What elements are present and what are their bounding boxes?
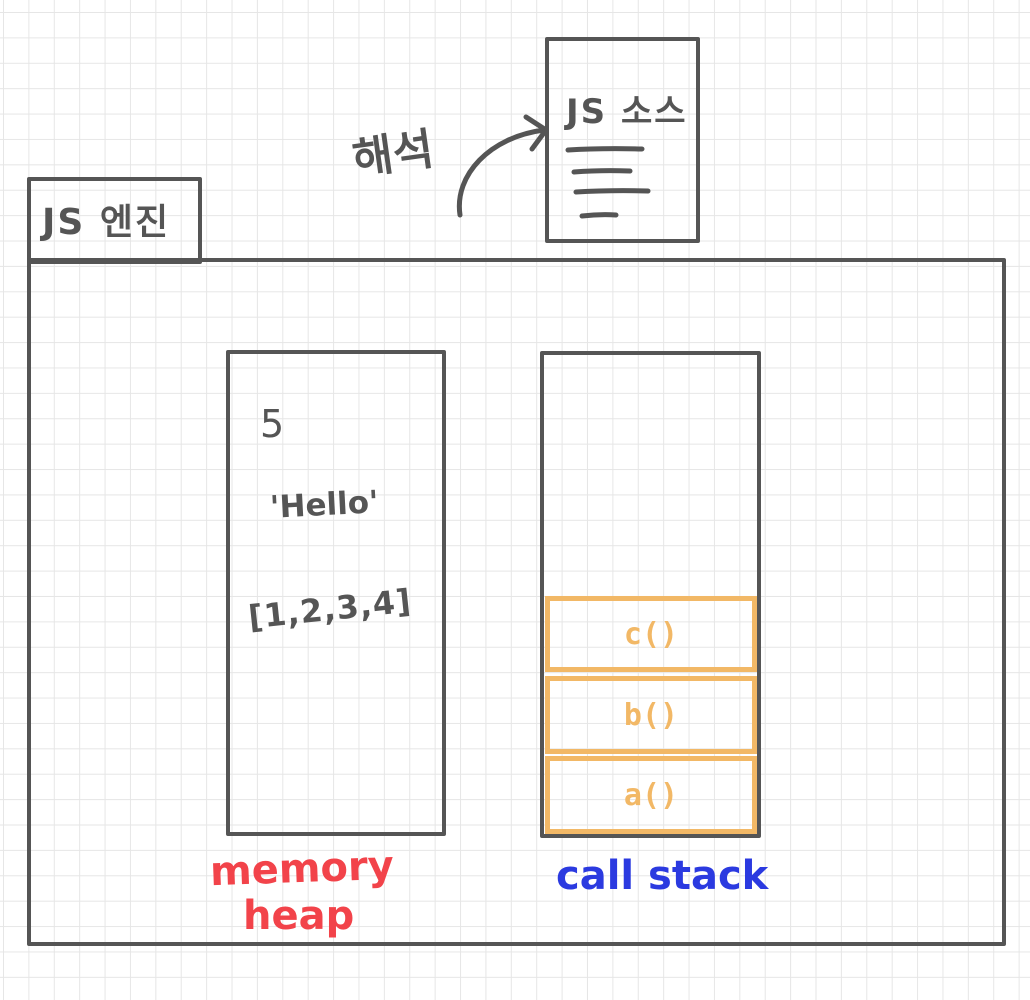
js-source-box [545, 37, 700, 243]
call-stack-label: call stack [556, 853, 769, 899]
memory-heap-label-line2: heap [243, 893, 355, 939]
stack-frame-a: a() [545, 756, 757, 834]
js-engine-container [27, 258, 1006, 946]
curved-arrow-icon [456, 114, 549, 218]
call-stack-box [540, 351, 761, 838]
heap-value-string: 'Hello' [269, 484, 380, 526]
heap-value-number: 5 [260, 402, 285, 446]
js-engine-tab [27, 177, 202, 264]
parse-label: 해석 [349, 123, 437, 186]
js-source-title: JS 소스 [566, 92, 688, 132]
stack-frame-c: c() [545, 596, 757, 672]
memory-heap-box [226, 350, 446, 836]
memory-heap-label-line1: memory [209, 842, 395, 896]
js-engine-tab-label: JS 엔진 [42, 202, 171, 243]
source-code-lines-icon [565, 146, 651, 219]
stack-frame-b: b() [545, 676, 757, 754]
